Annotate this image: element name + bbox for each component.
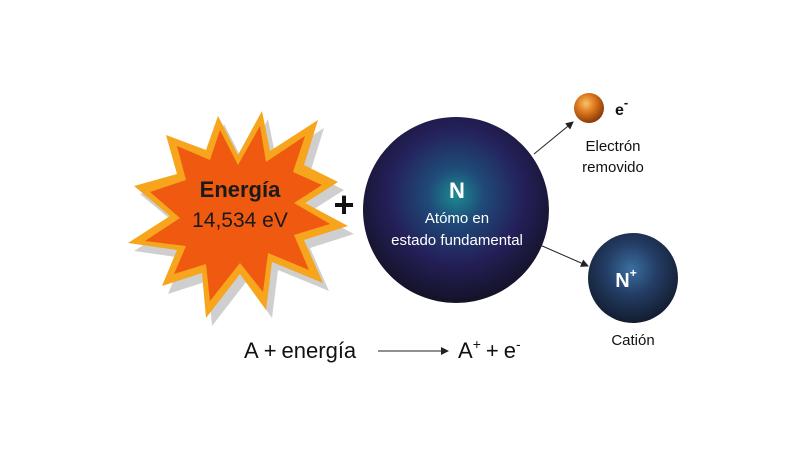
atom-symbol: N [449, 178, 465, 203]
energy-burst: Energía 14,534 eV [128, 111, 354, 326]
electron: e- Electrón removido [574, 93, 644, 176]
atom-caption-line2: estado fundamental [391, 232, 523, 249]
cation-sphere [588, 233, 678, 323]
cation-symbol: N+ [615, 266, 636, 292]
cation: N+ Catión [588, 233, 678, 349]
atom-sphere [363, 117, 549, 303]
electron-caption-line1: Electrón [585, 138, 640, 155]
atom-caption-line1: Atómo en [425, 210, 489, 227]
plus-operator: + [333, 184, 354, 225]
cation-caption: Catión [611, 332, 654, 349]
atom-ground-state: N Atómo en estado fundamental [363, 117, 549, 303]
electron-symbol: e- [615, 95, 628, 119]
electron-sphere [574, 93, 604, 123]
energy-title: Energía [200, 177, 281, 202]
ionization-equation: A+energía A++e- [244, 336, 521, 363]
electron-caption-line2: removido [582, 159, 644, 176]
energy-value: 14,534 eV [192, 209, 288, 232]
equation-left: A+energía [244, 338, 357, 363]
burst-fill [145, 126, 330, 301]
arrow-to-cation [539, 244, 589, 267]
arrow-to-electron [533, 121, 574, 155]
equation-right: A++e- [458, 336, 521, 363]
